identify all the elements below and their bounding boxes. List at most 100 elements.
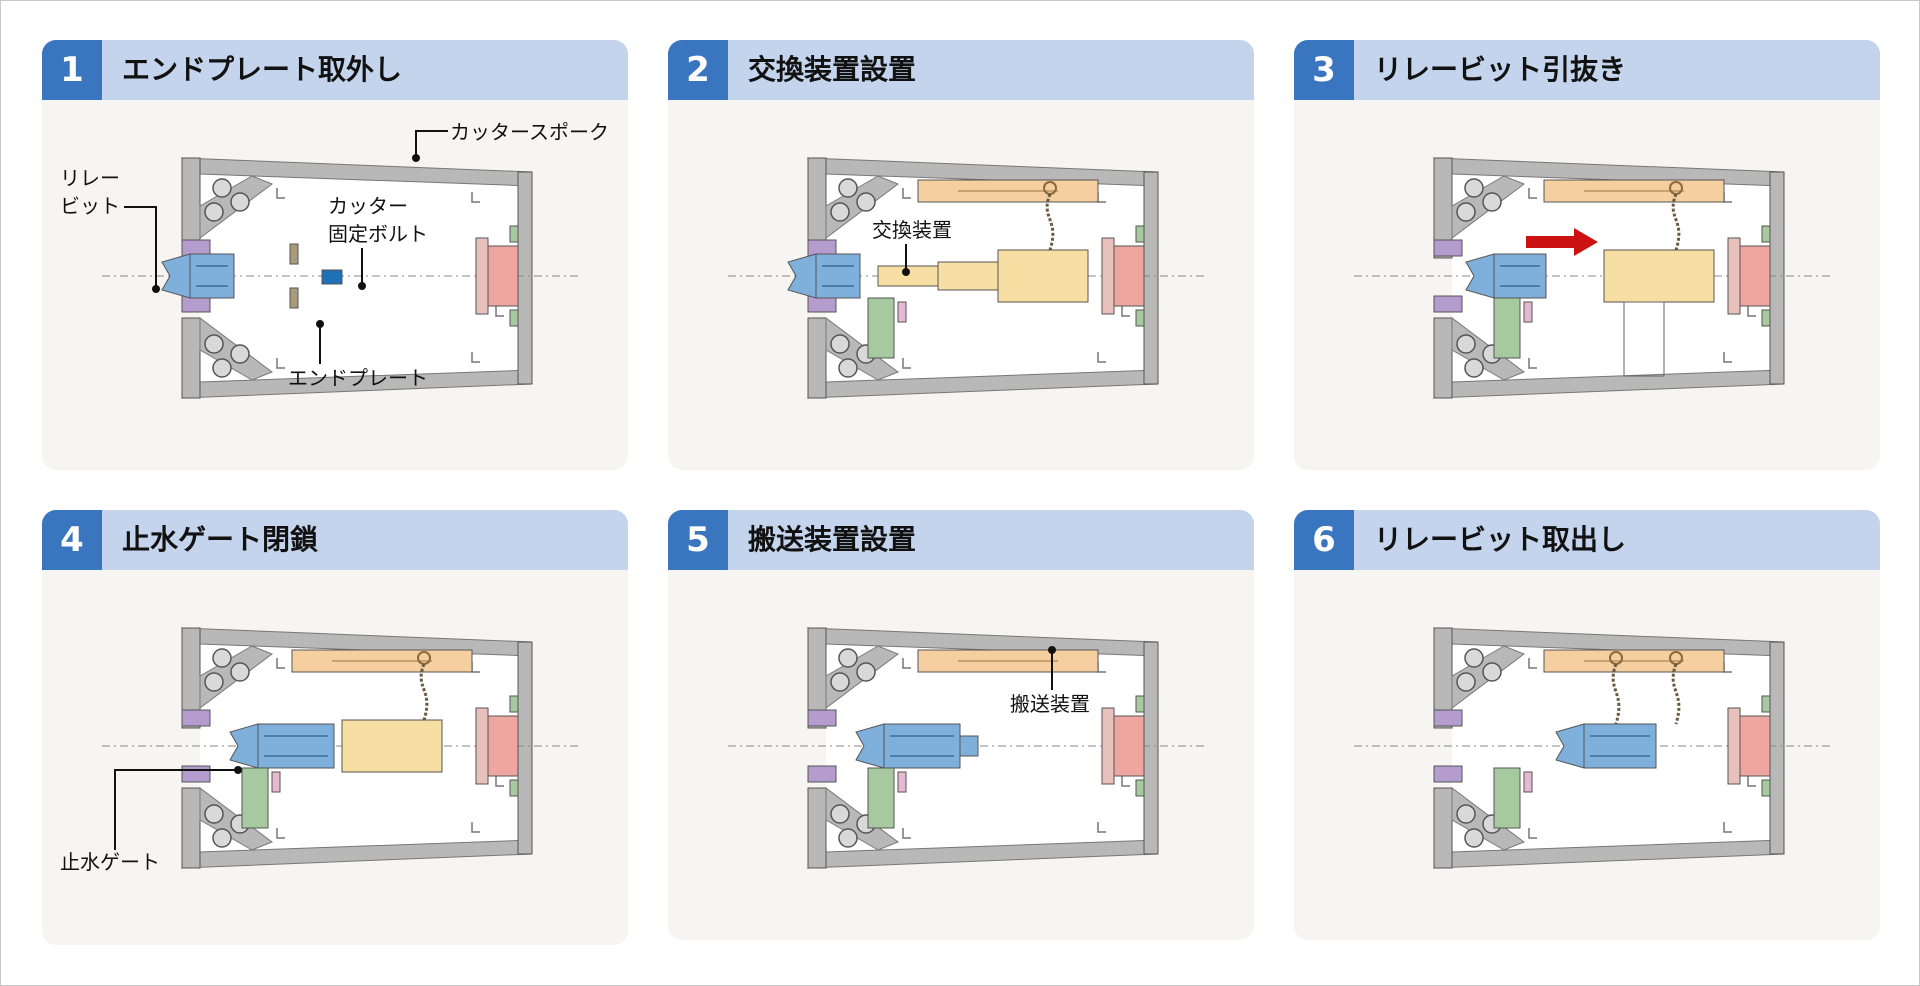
flange	[487, 715, 519, 777]
roller	[212, 178, 232, 198]
step-number: 3	[1294, 40, 1354, 100]
step-number: 1	[42, 40, 102, 100]
drawing-group	[728, 627, 1208, 869]
hydraulic-cylinder	[867, 767, 895, 829]
flange	[1113, 715, 1145, 777]
flange-ring	[1101, 707, 1115, 785]
pink-fitting	[1523, 301, 1533, 323]
pink-fitting	[271, 771, 281, 793]
step-number: 5	[668, 510, 728, 570]
label-relay-bit-1: リレー	[60, 166, 120, 190]
relay-bit-tip	[1555, 723, 1585, 769]
bracket	[902, 658, 911, 669]
bracket	[471, 352, 480, 363]
step-panel-6: 6 リレービット取出し	[1294, 510, 1880, 940]
step-header: 3 リレービット引抜き	[1294, 40, 1880, 100]
gate-block	[1433, 295, 1463, 313]
roller	[1456, 202, 1476, 222]
step-panel-4: 4 止水ゲート閉鎖	[42, 510, 628, 945]
hydraulic-cylinder	[1493, 297, 1521, 359]
gate-block	[181, 709, 211, 727]
label-cutter-bolt-1: カッター	[328, 194, 408, 218]
hoist-chain	[419, 663, 429, 721]
relay-bit-tip	[787, 253, 817, 299]
step-drawing	[1354, 627, 1834, 869]
bracket	[276, 358, 285, 369]
label-end-plate: エンドプレート	[288, 366, 428, 390]
roller	[204, 202, 224, 222]
frame-right	[1143, 641, 1159, 855]
housing-interior	[200, 168, 520, 390]
pink-fitting	[897, 771, 907, 793]
frame-right	[517, 171, 533, 385]
hoist-chain	[1671, 193, 1681, 251]
bracket	[1747, 776, 1756, 787]
gate-block	[1433, 765, 1463, 783]
roller	[204, 804, 224, 824]
step-number: 4	[42, 510, 102, 570]
exchange-device-body	[1603, 249, 1715, 303]
hoist-chain	[1611, 663, 1621, 725]
relay-bit	[257, 723, 335, 769]
gate-block	[807, 709, 837, 727]
drawing-group	[1354, 157, 1834, 399]
relay-bit-tip	[229, 723, 259, 769]
label-cutter-spoke: カッタースポーク	[450, 120, 609, 144]
step-header: 1 エンドプレート取外し	[42, 40, 628, 100]
label-relay-bit-2: ビット	[60, 194, 120, 218]
bracket	[276, 828, 285, 839]
cutter-bolt	[321, 269, 343, 285]
roller	[856, 662, 876, 682]
step-title: 止水ゲート閉鎖	[122, 523, 319, 556]
flange-ring	[1727, 237, 1741, 315]
hydraulic-cylinder	[1493, 767, 1521, 829]
frame-left-lower	[1433, 787, 1453, 869]
flange-ring	[1101, 237, 1115, 315]
bracket	[1747, 306, 1756, 317]
roller	[1464, 648, 1484, 668]
gate-block	[1433, 239, 1463, 257]
frame-left-lower	[807, 317, 827, 399]
roller	[230, 192, 250, 212]
roller	[212, 828, 232, 848]
roller	[1482, 662, 1502, 682]
relay-bit-tip	[855, 723, 885, 769]
pink-fitting	[1523, 771, 1533, 793]
valve	[1761, 225, 1771, 243]
step-header: 4 止水ゲート閉鎖	[42, 510, 628, 570]
gate-block	[1433, 709, 1463, 727]
flange	[1739, 715, 1771, 777]
flange	[487, 245, 519, 307]
roller	[204, 672, 224, 692]
end-plate-piece	[289, 243, 299, 265]
frame-right	[1143, 171, 1159, 385]
roller	[1456, 334, 1476, 354]
roller	[830, 804, 850, 824]
bracket	[276, 188, 285, 199]
bracket	[495, 306, 504, 317]
step-drawing	[728, 157, 1208, 399]
label-transport-device: 搬送装置	[1010, 692, 1090, 716]
roller	[1464, 828, 1484, 848]
roller	[830, 202, 850, 222]
drawing-group	[102, 627, 582, 869]
step-title: リレービット取出し	[1374, 523, 1627, 556]
roller	[830, 672, 850, 692]
valve	[1761, 309, 1771, 327]
gate-block	[181, 765, 211, 783]
hydraulic-cylinder	[241, 767, 269, 829]
relay-bit	[883, 723, 961, 769]
bracket	[1121, 306, 1130, 317]
valve	[1135, 695, 1145, 713]
relay-bit	[1493, 253, 1547, 299]
frame-left-lower	[181, 787, 201, 869]
step-title: リレービット引抜き	[1374, 53, 1627, 86]
frame-right	[1769, 171, 1785, 385]
step-panel-1: 1 エンドプレート取外し	[42, 40, 628, 470]
bracket	[902, 188, 911, 199]
hoist-chain	[1045, 193, 1055, 251]
step-drawing	[102, 627, 582, 869]
roller	[204, 334, 224, 354]
gate-block	[807, 765, 837, 783]
flange-ring	[1727, 707, 1741, 785]
